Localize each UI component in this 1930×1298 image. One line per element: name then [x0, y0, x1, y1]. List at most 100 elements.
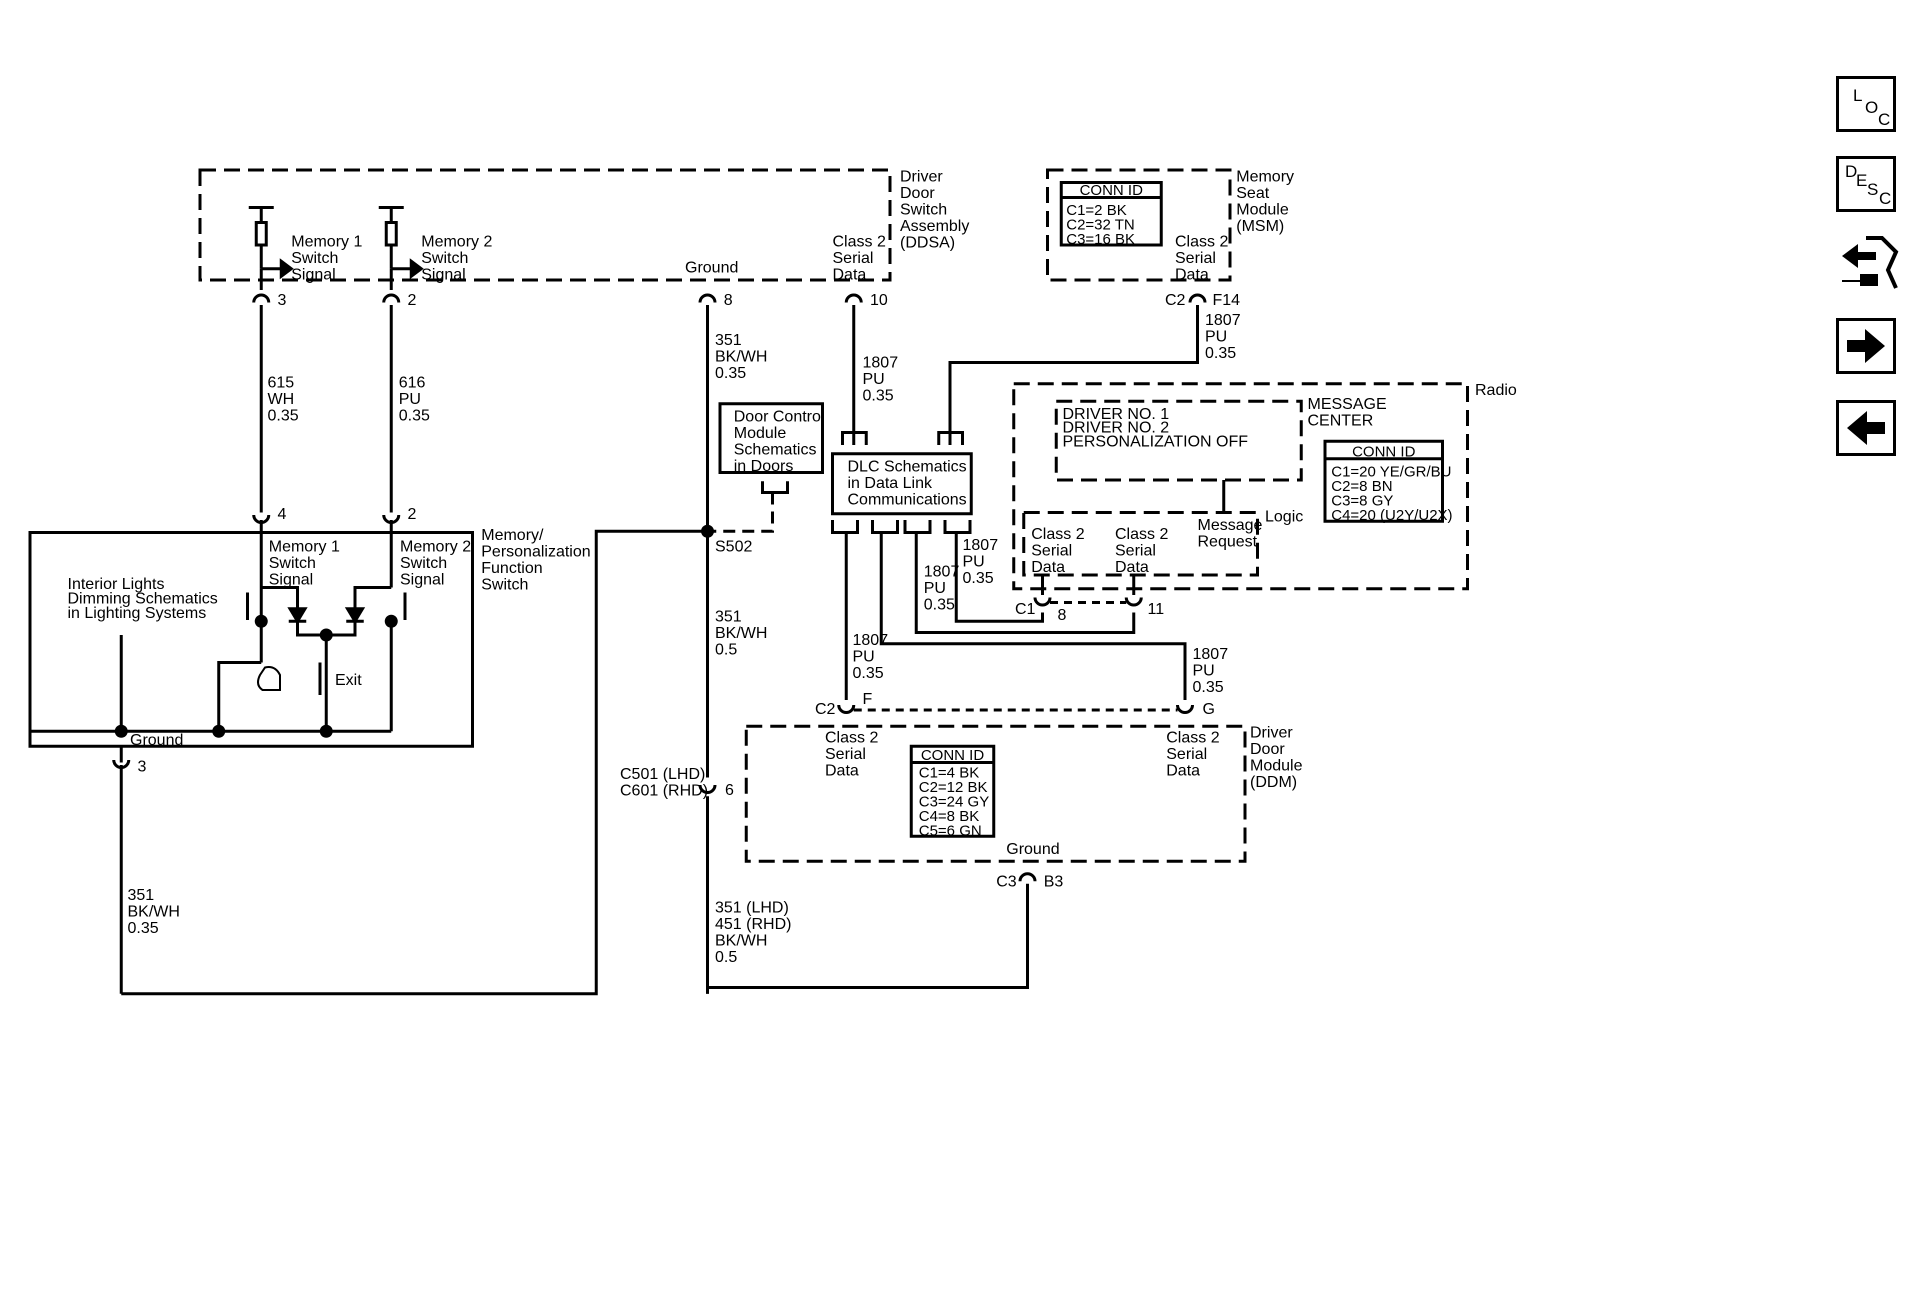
splice-s502-label: S502: [715, 538, 752, 555]
msm-pin-c: C2: [1165, 292, 1186, 309]
dcm-ref-label-line-4: in Doors: [734, 458, 794, 475]
previous-page-button[interactable]: [1836, 400, 1896, 456]
ddm-class2b-label-line-3: Data: [1166, 763, 1200, 780]
msm-conn-title: CONN ID: [1080, 182, 1144, 199]
radio-pin-a: 8: [1058, 607, 1067, 624]
wire-1807-ddm-g: [879, 532, 1187, 700]
ddm-gnd-c: C3: [996, 873, 1017, 890]
wire-351c-label-line-2: BK/WH: [128, 904, 180, 921]
loc-button[interactable]: L O C: [1836, 76, 1896, 132]
wire-351c-label-line-3: 0.35: [128, 920, 159, 937]
ddm-conn-list-line-1: C1=4 BK: [919, 765, 979, 782]
wire: [353, 586, 392, 622]
wire-1807-msm: [948, 305, 1199, 433]
wire-1807f-label-line-2: PU: [963, 554, 985, 571]
connector-cavity: [1018, 872, 1037, 882]
wire-616-label-line-2: PU: [399, 391, 421, 408]
wire-1807d-label-line-1: 1807: [1193, 646, 1229, 663]
dcm-ref-box: [718, 402, 824, 474]
junction-dot: [384, 614, 398, 628]
ddsa-name-label-line-2: Door: [900, 185, 935, 202]
wire-1807f-label-line-1: 1807: [963, 537, 999, 554]
ddm-name-label-line-4: (DDM): [1250, 774, 1297, 791]
connector-cavity: [837, 704, 856, 714]
ddsa-mem2-label-line-1: Memory 2: [421, 233, 492, 250]
switch-mem1-label-line-2: Switch: [269, 555, 316, 572]
switch-mem2-label-line-3: Signal: [400, 571, 444, 588]
wire-1807c-label-line-2: PU: [853, 649, 875, 666]
ddm-conn-list-line-5: C5=6 GN: [919, 823, 982, 840]
memory-switch-box: [28, 531, 474, 748]
switch-ground-label: Ground: [130, 732, 183, 749]
msm-name-label-line-1: Memory: [1236, 168, 1294, 185]
ddm-conn-box: [909, 744, 996, 838]
wire-615-label-line-2: WH: [268, 391, 295, 408]
desc-letter-c: C: [1879, 189, 1892, 208]
wire-351a-label-line-2: BK/WH: [715, 349, 767, 366]
inline-conn-label-line-2: C601 (RHD): [620, 782, 708, 799]
ddm-conn-title: CONN ID: [921, 747, 985, 764]
connector-end-view-icon[interactable]: [1836, 230, 1902, 300]
msm-name-label-line-2: Seat: [1236, 185, 1269, 202]
dlc-bottom-connector: [903, 520, 932, 534]
switch-pin-ground: 3: [138, 758, 147, 775]
wire-1807c-label-line-3: 0.35: [853, 665, 884, 682]
radio-class2b-label-line-1: Class 2: [1115, 526, 1168, 543]
dcm-ref-label-line-2: Module: [734, 425, 787, 442]
ddm-conn-list-line-2: C2=12 BK: [919, 779, 988, 796]
ddsa-pin-class2: 10: [870, 292, 888, 309]
exit-label: Exit: [335, 672, 362, 689]
wire-351b-label-line-2: BK/WH: [715, 625, 767, 642]
wire-351c-label-line-1: 351: [128, 887, 155, 904]
radio-class2a-label-line-1: Class 2: [1031, 526, 1084, 543]
connector-cavity: [698, 784, 717, 794]
msm-class2-label-line-2: Serial: [1175, 250, 1216, 267]
ddsa-mem1-label-line-3: Signal: [291, 266, 335, 283]
wire-351d-label-line-3: BK/WH: [715, 933, 767, 950]
ddm-ground-label: Ground: [1006, 841, 1059, 858]
ddsa-box: [198, 168, 892, 282]
wire-1807c-label-line-1: 1807: [853, 632, 889, 649]
dcm-ref-connector: [761, 481, 789, 494]
ddm-name-label-line-3: Module: [1250, 758, 1303, 775]
ddsa-pin-mem2: 2: [408, 292, 417, 309]
next-page-button[interactable]: [1836, 318, 1896, 374]
ddm-conn-list-line-4: C4=8 BK: [919, 808, 979, 825]
dlc-bottom-connector: [831, 520, 859, 534]
wire-1807a-label-line-2: PU: [863, 371, 885, 388]
radio-pin-c: C1: [1015, 601, 1036, 618]
junction-dot: [254, 614, 268, 628]
desc-button[interactable]: D E S C: [1836, 156, 1896, 212]
signal-arrow-head: [409, 258, 424, 280]
desc-letter-d: D: [1845, 162, 1858, 181]
ddsa-name-label-line-4: Assembly: [900, 218, 969, 235]
diode-1-symbol: [287, 607, 308, 625]
wire-1807e-label-line-1: 1807: [924, 563, 960, 580]
connector-cavity: [1124, 597, 1143, 607]
desc-letter-s: S: [1867, 180, 1879, 199]
logic-label: Logic: [1265, 508, 1303, 525]
memory-switch-name-label-line-4: Switch: [481, 577, 528, 594]
interior-lights-label-line-2: Dimming Schematics: [68, 590, 218, 607]
wire-1807f-label-line-3: 0.35: [963, 570, 994, 587]
ddm-class2a-label-line-2: Serial: [825, 746, 866, 763]
msm-pin-n: F14: [1213, 292, 1241, 309]
arrow-left-icon: [1847, 411, 1885, 445]
dlc-ref-label-line-3: Communications: [848, 491, 967, 508]
ddsa-name-label-line-5: (DDSA): [900, 234, 955, 251]
ddsa-mem1-label-line-2: Switch: [291, 250, 338, 267]
ddm-gnd-pin: B3: [1044, 873, 1064, 890]
wire-351d-label-line-1: 351 (LHD): [715, 900, 789, 917]
memory-switch-name-label-line-1: Memory/: [481, 527, 544, 544]
msm-conn-list-line-1: C1=2 BK: [1066, 202, 1126, 219]
message-center-display-line-1: DRIVER NO. 1: [1063, 406, 1170, 423]
ddm-conn-list-line-3: C3=24 GY: [919, 794, 989, 811]
ddsa-name-label-line-1: Driver: [900, 168, 943, 185]
msm-name-label-line-3: Module: [1236, 201, 1289, 218]
wire-ddm-ground: [706, 883, 1029, 994]
ddsa-class2-label-line-2: Serial: [833, 250, 874, 267]
wire-1807a-label-line-3: 0.35: [863, 388, 894, 405]
message-center-display-line-3: PERSONALIZATION OFF: [1063, 433, 1249, 450]
wire-1807-radio-a: [954, 532, 1044, 623]
